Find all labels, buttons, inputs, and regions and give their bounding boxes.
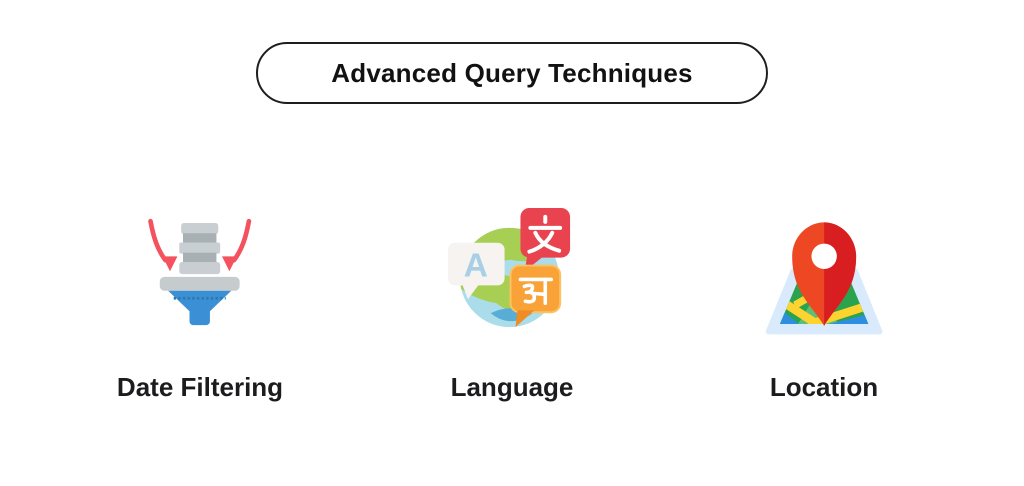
funnel-filter-icon	[144, 206, 255, 340]
feature-label-location: Location	[769, 372, 879, 402]
chinese-speech-bubble	[520, 207, 571, 272]
down-arrow-left-icon	[148, 218, 178, 272]
map-pin-icon	[763, 206, 885, 340]
data-stack	[179, 223, 221, 275]
title-banner: Advanced Query Techniques	[256, 42, 768, 104]
location-pin	[792, 222, 856, 326]
map-pin-svg	[765, 222, 883, 335]
feature-location: Location	[668, 206, 980, 403]
feature-language: A	[356, 206, 668, 403]
globe-translate-icon: A	[447, 206, 576, 340]
feature-date-filtering: Date Filtering	[44, 206, 356, 403]
devanagari-glyph-strokes	[519, 277, 554, 306]
latin-speech-bubble: A	[448, 242, 506, 300]
devanagari-speech-bubble	[510, 264, 562, 328]
chinese-glyph-strokes	[527, 214, 563, 254]
page-title: Advanced Query Techniques	[331, 57, 693, 88]
down-arrow-right-icon	[222, 218, 252, 272]
funnel-shape	[160, 276, 240, 326]
latin-glyph: A	[464, 246, 488, 284]
globe-translate-svg: A	[448, 207, 571, 328]
features-row: Date Filtering	[44, 206, 980, 403]
feature-label-date-filtering: Date Filtering	[116, 372, 284, 402]
funnel-filter-svg	[148, 218, 252, 326]
feature-label-language: Language	[450, 372, 574, 402]
